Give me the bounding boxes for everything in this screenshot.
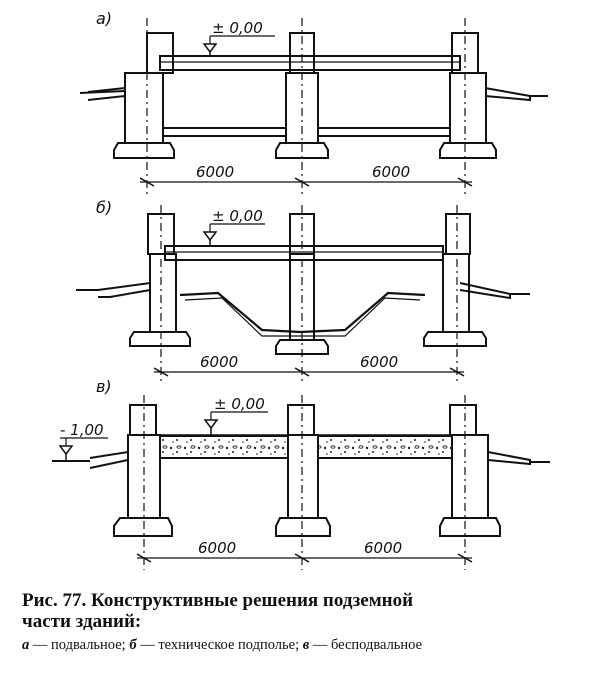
panel-c-dim-left: 6000 [198,539,236,557]
figure-caption: Рис. 77. Конструктивные решения подземно… [22,590,592,653]
panel-b-letter: б) [96,198,112,217]
panel-a-letter: а) [96,9,112,28]
panel-a-level-label: ± 0,00 [212,19,263,37]
panel-a-dim-left: 6000 [196,163,234,181]
caption-title: Рис. 77. Конструктивные решения подземно… [22,590,592,632]
panel-c [52,395,550,570]
panel-c-dim-right: 6000 [364,539,402,557]
panel-a-dim-right: 6000 [372,163,410,181]
panel-a [79,18,548,195]
caption-title-line1: Рис. 77. Конструктивные решения подземно… [22,590,414,611]
panel-b-dim-right: 6000 [360,353,398,371]
legend-letter-a: а [22,637,30,653]
legend-letter-b: б [129,637,137,653]
panel-c-letter: в) [96,377,112,396]
panel-c-level-label: ± 0,00 [214,395,265,413]
caption-legend: а — подвальное; б — техническое подполье… [22,638,592,653]
panel-b-dim-left: 6000 [200,353,238,371]
legend-text-b: — техническое подполье; [136,637,303,653]
foundation-diagram: а) ± 0,00 6000 6000 б) ± 0,00 6000 6000 … [52,9,550,570]
legend-text-a: — подвальное; [29,637,130,653]
legend-text-c: — бесподвальное [309,637,423,653]
panel-c-level2-label: - 1,00 [60,421,104,439]
diagram-svg: а) ± 0,00 6000 6000 б) ± 0,00 6000 6000 … [52,9,550,570]
legend-letter-c: в [302,637,310,653]
panel-b-level-label: ± 0,00 [212,207,263,225]
caption-title-line2: части зданий: [22,611,142,632]
panel-b [76,205,530,382]
